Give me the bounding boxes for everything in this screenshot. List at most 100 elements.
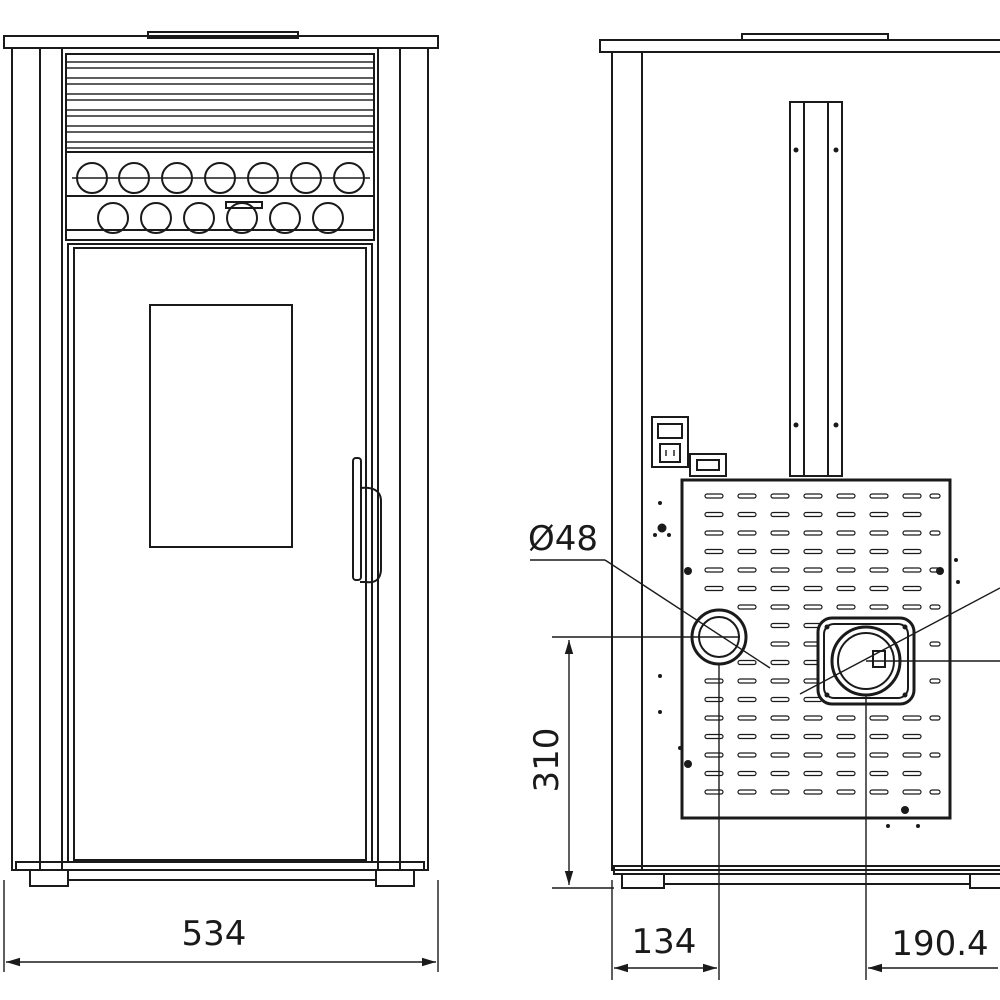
vent-slot	[704, 733, 724, 740]
vent-slot	[770, 604, 790, 610]
vent-slot	[836, 715, 856, 721]
vent-slot	[737, 789, 757, 795]
flue-diameter-label: Ø48	[528, 519, 598, 559]
rear-top-plate	[599, 39, 1000, 53]
vent-slot	[737, 770, 757, 777]
rear-foot-left	[621, 873, 665, 889]
vent-slot	[803, 493, 823, 499]
vent-slot	[803, 530, 823, 536]
vent-slot	[737, 493, 757, 499]
vent-slot	[803, 733, 823, 740]
vent-slot	[869, 733, 889, 740]
rear-body	[611, 51, 1000, 871]
vent-slot	[737, 604, 757, 610]
flue-offset-label: 134	[632, 922, 697, 962]
vent-slot	[836, 548, 856, 555]
front-view	[3, 31, 439, 887]
vent-slot	[869, 715, 889, 721]
vent-slot	[836, 567, 856, 573]
vent-slot	[902, 511, 922, 518]
vent-slot	[737, 678, 757, 684]
vent-slot	[770, 511, 790, 518]
vent-slot	[803, 752, 823, 758]
vent-slot	[836, 530, 856, 536]
front-vent-circles-upper	[72, 162, 370, 194]
vent-slot	[803, 585, 823, 592]
vent-slot	[869, 770, 889, 777]
outlet-offset-label: 190.4	[891, 924, 988, 964]
vent-slot	[803, 548, 823, 555]
vent-slot	[929, 789, 941, 795]
front-grille	[65, 53, 375, 241]
rear-foot-right	[969, 873, 1000, 889]
vent-slot	[737, 696, 757, 703]
vent-slot	[803, 789, 823, 795]
vent-slot	[836, 752, 856, 758]
vent-slot	[770, 789, 790, 795]
vent-slot	[770, 641, 790, 647]
vent-slot	[803, 567, 823, 573]
vent-slot	[869, 530, 889, 536]
dimension-flue-offset: 134	[611, 664, 720, 980]
rear-top-lid	[741, 33, 889, 41]
vent-slot	[704, 585, 724, 592]
vent-slot	[770, 530, 790, 536]
front-width-label: 534	[182, 914, 247, 954]
vent-slot	[737, 511, 757, 518]
vent-slot	[869, 789, 889, 795]
vent-slot	[770, 567, 790, 573]
vent-slot	[836, 770, 856, 777]
vent-slot	[902, 585, 922, 592]
vent-slot	[902, 493, 922, 499]
vent-slot	[869, 752, 889, 758]
vent-slot	[770, 622, 790, 629]
vent-slot	[836, 733, 856, 740]
door-window	[149, 304, 293, 548]
vent-slot	[902, 530, 922, 536]
front-foot-right	[375, 869, 415, 887]
vent-slot	[902, 567, 922, 573]
vent-slot	[704, 548, 724, 555]
vent-slot	[704, 696, 724, 703]
vent-slot	[737, 659, 757, 666]
vent-slot	[869, 585, 889, 592]
vent-slot	[704, 789, 724, 795]
vent-slot	[902, 789, 922, 795]
vent-slot	[704, 567, 724, 573]
vent-slot	[704, 678, 724, 684]
vent-slot	[929, 604, 941, 610]
vent-slot	[704, 530, 724, 536]
vent-slot	[704, 715, 724, 721]
vent-slot	[737, 715, 757, 721]
vent-slot	[836, 511, 856, 518]
rear-vent-slots	[704, 493, 941, 795]
vent-slot	[704, 770, 724, 777]
front-vent-circles-lower	[97, 201, 344, 234]
power-socket-icon	[651, 416, 689, 468]
vent-slot	[902, 604, 922, 610]
vent-slot	[770, 493, 790, 499]
rear-view	[599, 33, 1000, 889]
vent-slot	[836, 604, 856, 610]
vent-slot	[737, 733, 757, 740]
vent-slot	[737, 567, 757, 573]
rear-vent-panel	[680, 478, 952, 820]
switch-icon	[689, 453, 727, 477]
front-door	[67, 243, 373, 863]
door-handle	[352, 457, 382, 584]
vent-slot	[929, 530, 941, 536]
dimension-outlet-offset: 190.4	[865, 695, 998, 980]
vent-slot	[704, 752, 724, 758]
vent-slot	[929, 641, 941, 647]
dimension-front-width: 534	[3, 880, 439, 972]
vent-slot	[929, 678, 941, 684]
vent-slot	[836, 493, 856, 499]
vent-slot	[770, 678, 790, 684]
vent-slot	[929, 493, 941, 499]
vent-slot	[803, 770, 823, 777]
vent-slot	[770, 659, 790, 666]
vent-slot	[929, 752, 941, 758]
dimension-flue-height: 310	[527, 636, 740, 889]
vent-slot	[902, 752, 922, 758]
